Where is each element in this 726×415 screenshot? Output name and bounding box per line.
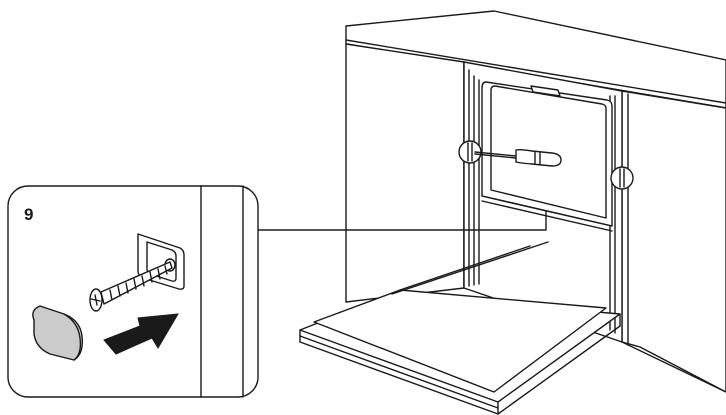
screwdriver-icon [474, 148, 562, 167]
screw-location-right [610, 166, 634, 190]
step-number: 9 [24, 205, 33, 224]
magnifier-circle-icon [610, 166, 634, 190]
right-cabinet [621, 90, 726, 393]
left-cabinet [345, 43, 465, 303]
insert-arrow-icon [103, 313, 179, 355]
detail-inset [7, 185, 259, 398]
screw-location-left [458, 140, 482, 164]
callout-leader-line [257, 211, 547, 231]
screw-icon [89, 261, 173, 312]
cover-cap-icon [32, 305, 84, 361]
dishwasher-door [299, 241, 621, 415]
